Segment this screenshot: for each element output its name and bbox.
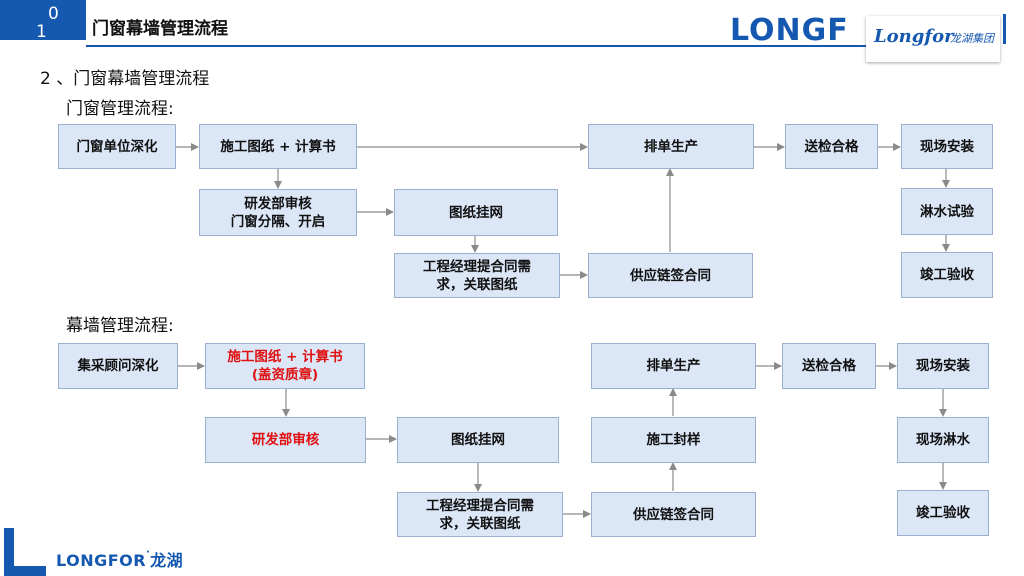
c-supply-contract-box: 供应链签合同 (591, 492, 756, 537)
c-drawings-box: 施工图纸 + 计算书 (盖资质章) (205, 343, 365, 389)
w-deepen-box: 门窗单位深化 (58, 124, 176, 169)
brand-logo-cn: 龙湖集团 (950, 32, 994, 45)
section-title: 2 、门窗幕墙管理流程 (40, 69, 210, 89)
window-flow-title: 门窗管理流程: (66, 99, 174, 119)
c-install-box: 现场安装 (897, 343, 989, 389)
footer-logo-mark-base (4, 566, 46, 576)
w-acceptance-box: 竣工验收 (901, 252, 993, 298)
badge-digit-2: 1 (36, 22, 47, 42)
header-divider (86, 45, 956, 47)
w-water-test-box: 淋水试验 (901, 188, 993, 235)
footer-logo-mark (4, 528, 14, 576)
w-install-box: 现场安装 (901, 124, 993, 169)
w-drawings-box: 施工图纸 + 计算书 (199, 124, 357, 169)
brand-logo-script: Longfor (874, 26, 954, 47)
footer-logo-cn: 龙湖 (150, 551, 184, 570)
badge-digit-1: 0 (48, 4, 59, 24)
brand-logo-text: LONGF (730, 13, 849, 48)
c-rd-review-box: 研发部审核 (205, 417, 366, 463)
section-number-badge: 0 1 (0, 0, 86, 42)
c-drawing-net-box: 图纸挂网 (397, 417, 559, 463)
w-pm-contract-box: 工程经理提合同需 求，关联图纸 (394, 253, 560, 298)
w-production-box: 排单生产 (588, 124, 754, 169)
c-deepen-box: 集采顾问深化 (58, 343, 178, 389)
footer-logo: LONGFOR‧龙湖 (56, 547, 184, 570)
header-title: 门窗幕墙管理流程 (92, 19, 228, 39)
c-inspection-box: 送检合格 (782, 343, 876, 389)
c-pm-contract-box: 工程经理提合同需 求，关联图纸 (397, 492, 563, 537)
brand-logo-card: Longfor 龙湖集团 (866, 16, 1000, 62)
c-production-box: 排单生产 (591, 343, 756, 389)
c-sample-box: 施工封样 (591, 417, 756, 463)
footer-logo-text: LONGFOR (56, 551, 147, 570)
w-drawing-net-box: 图纸挂网 (394, 189, 558, 236)
curtain-flow-title: 幕墙管理流程: (66, 316, 174, 336)
w-supply-contract-box: 供应链签合同 (588, 253, 753, 298)
brand-logo-bar (1003, 14, 1006, 44)
c-acceptance-box: 竣工验收 (897, 490, 989, 536)
w-rd-review-box: 研发部审核 门窗分隔、开启 (199, 189, 357, 236)
c-water-test-box: 现场淋水 (897, 417, 989, 463)
w-inspection-box: 送检合格 (785, 124, 878, 169)
